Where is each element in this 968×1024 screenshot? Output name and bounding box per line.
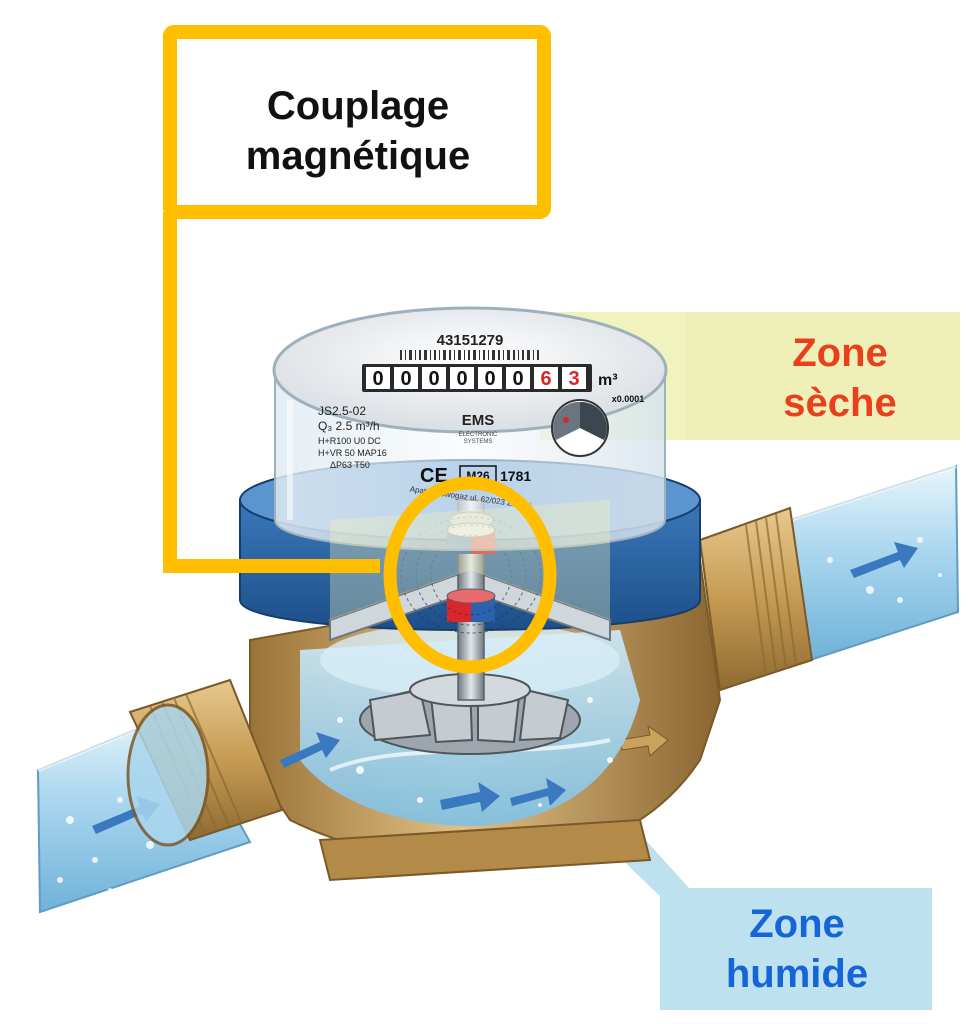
- flow-arrow-icon: [619, 724, 669, 757]
- counter-digit: 0: [400, 368, 411, 390]
- dry-zone-label-line1: Zone: [792, 331, 888, 375]
- dry-zone-label-box: [686, 312, 960, 440]
- wet-zone-label: Zone humide: [664, 890, 930, 1008]
- flow-rating: Q₃ 2.5 m³/h: [318, 419, 380, 433]
- coupling-label-line1: Couplage: [266, 84, 450, 128]
- certificate-number: 1781: [500, 468, 531, 484]
- spec-line: H+VR 50 MAP16: [318, 448, 387, 458]
- coupling-label-line2: magnétique: [245, 134, 471, 178]
- counter-digit: 0: [456, 368, 467, 390]
- coupling-highlight-ring: [383, 476, 557, 674]
- dry-zone-label-line2: sèche: [783, 381, 897, 425]
- wet-zone-label-box: [660, 888, 932, 1010]
- counter-digit: 0: [484, 368, 495, 390]
- counter-digit: 3: [568, 368, 579, 390]
- counter-digit: 0: [428, 368, 439, 390]
- counter-digit: 0: [512, 368, 523, 390]
- wet-zone-label-line1: Zone: [749, 902, 845, 946]
- brand-sub: SYSTEMS: [464, 439, 493, 445]
- flow-arrow-icon: [280, 732, 340, 768]
- wet-zone-label-line2: humide: [725, 952, 869, 996]
- meter-dial: 43151279 0 0 0 0 0 0 6 3: [318, 332, 644, 511]
- unit-label: m³: [598, 372, 618, 389]
- counter-digit: 6: [540, 368, 551, 390]
- flow-indicator-dial: [551, 399, 609, 457]
- serial-number: 43151279: [437, 332, 504, 349]
- brand-sub: ELECTRONIC: [459, 432, 498, 438]
- flow-arrow-icon: [510, 778, 566, 806]
- flow-arrow-icon: [440, 782, 500, 812]
- spec-line: H+R100 U0 DC: [318, 436, 381, 446]
- brand-logo: EMS ELECTRONIC SYSTEMS: [459, 412, 498, 445]
- ce-mark: CE: [420, 465, 448, 487]
- spec-line: ΔP63 T50: [330, 460, 370, 470]
- coupling-label-frame: [163, 25, 551, 219]
- model-label: JS2.5-02: [318, 404, 366, 418]
- volume-counter: 0 0 0 0 0 0 6 3: [362, 364, 592, 392]
- outlet-pipe: [788, 464, 960, 662]
- counter-digit: 0: [372, 368, 383, 390]
- coupling-label: Couplage magnétique: [178, 66, 538, 196]
- barcode: [400, 350, 539, 360]
- flow-arrow-icon: [850, 542, 918, 578]
- brand-name: EMS: [462, 412, 495, 429]
- multiplier-label: x0.0001: [612, 394, 645, 404]
- dry-zone-label: Zone sèche: [740, 318, 940, 438]
- impeller: [359, 673, 581, 755]
- coupling-leader-line: [163, 212, 380, 573]
- coupling-callout: [163, 25, 557, 674]
